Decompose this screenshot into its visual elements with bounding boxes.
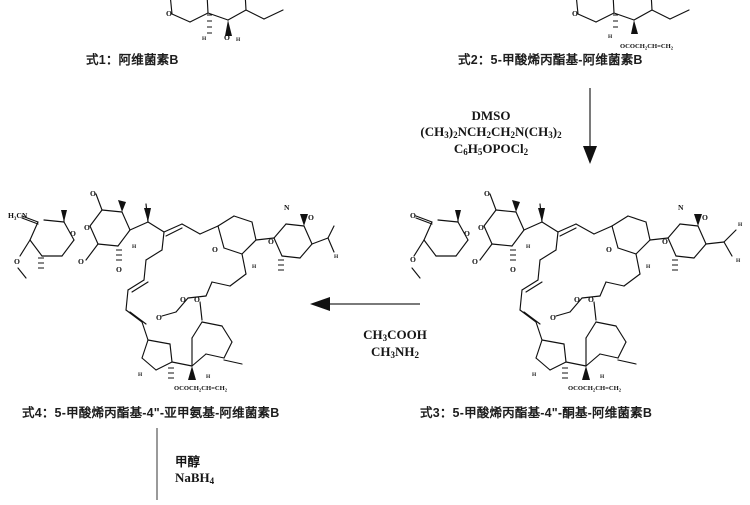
atom-H: H <box>532 372 537 378</box>
atom-H: H <box>334 254 339 260</box>
atom-H: H <box>608 34 613 40</box>
reagent-acetic-acid: CH3COOH <box>363 327 427 343</box>
arrow-reduction-down <box>152 428 162 505</box>
atom-O: O <box>70 229 76 238</box>
formula3-spiroketal <box>611 215 737 259</box>
atom-O-lactone: O <box>180 295 186 304</box>
atom-H: H <box>236 37 241 43</box>
allyl-ester-group: OCOCH2CH=CH2 <box>174 385 228 393</box>
formula2-stereo <box>613 14 638 34</box>
formula3-sugar-A <box>413 211 469 257</box>
atom-H: H <box>736 258 741 264</box>
atom-O: O <box>90 189 96 198</box>
atom-O: O <box>588 295 594 304</box>
formula4-sugar-B <box>85 193 131 261</box>
reagent-sodium-borohydride: NaBH4 <box>175 470 215 487</box>
atom-O: O <box>464 229 470 238</box>
formula2-skeleton <box>576 0 690 23</box>
arrow-oxidation-down <box>582 88 598 171</box>
formula1-skeleton <box>170 0 284 23</box>
allyl-ester-group: OCOCH2CH=CH2 <box>568 385 622 393</box>
atom-O: O <box>572 9 578 18</box>
atom-O-lactone: O <box>574 295 580 304</box>
caption-formula3: 式3：5-甲酸烯丙酯基-4"-酮基-阿维菌素B <box>420 406 653 420</box>
formula4-sugar-A <box>19 211 75 257</box>
atom-O: O <box>212 245 218 254</box>
atom-O: O <box>484 189 490 198</box>
structure-formula2: O H OCOCH2CH=CH2 <box>556 0 726 51</box>
atom-O: O <box>410 255 416 264</box>
atom-H: H <box>138 372 143 378</box>
atom-N: N <box>284 203 290 212</box>
formula3-lactone <box>535 253 641 371</box>
atom-O: O <box>510 265 516 274</box>
structure-formula4: H3CN O O O O O O H <box>8 186 339 398</box>
atom-H: H <box>132 244 137 250</box>
reagent-methanol: 甲醇 <box>175 455 201 469</box>
reagents-oxidation: DMSO (CH3)2NCH2CH2N(CH3)2 C6H5OPOCl2 <box>386 108 596 158</box>
formula1-stereo <box>207 14 232 36</box>
reagent-tmeda: (CH3)2NCH2CH2N(CH3)2 <box>420 123 562 140</box>
atom-N: N <box>678 203 684 212</box>
reagent-methylamine: CH3NH2 <box>371 343 419 360</box>
atom-O-glycosidic: O <box>78 257 84 266</box>
imino-group-label: H3CN <box>8 211 28 222</box>
formula3-chain <box>519 203 613 325</box>
atom-O: O <box>194 295 200 304</box>
caption-formula2: 式2：5-甲酸烯丙酯基-阿维菌素B <box>458 53 643 67</box>
methyl-wedge <box>455 210 461 222</box>
atom-O: O <box>166 9 172 18</box>
structure-formula1: O O H H <box>150 0 310 43</box>
atom-O: O <box>156 313 162 322</box>
atom-H: H <box>646 264 651 270</box>
formula4-lactone <box>141 253 247 371</box>
atom-O: O <box>14 257 20 266</box>
reagent-phenyl-dichlorophosphate: C6H5OPOCl2 <box>453 140 529 157</box>
reagents-reduction: 甲醇 NaBH4 <box>175 455 265 487</box>
atom-H: H <box>206 374 211 380</box>
formula3-sugar-B <box>479 193 525 261</box>
atom-H: H <box>252 264 257 270</box>
atom-O: O <box>308 213 314 222</box>
atom-O: O <box>606 245 612 254</box>
arrow-amination-left <box>308 296 420 317</box>
atom-H: H <box>526 244 531 250</box>
atom-H: H <box>600 374 605 380</box>
methyl-wedge <box>61 210 67 222</box>
formula4-chain <box>125 203 219 325</box>
atom-O-spiro: O <box>268 237 274 246</box>
atom-O: O <box>116 265 122 274</box>
reagents-amination: CH3COOH CH3NH2 <box>330 327 460 361</box>
atom-O: O <box>224 33 230 42</box>
atom-H: H <box>738 222 743 228</box>
structure-formula3: O O O O O O O H <box>410 186 748 398</box>
atom-O: O <box>702 213 708 222</box>
formula4-spiroketal <box>217 215 335 259</box>
reagent-dmso: DMSO <box>471 108 511 123</box>
atom-O: O <box>550 313 556 322</box>
allyl-ester-group: OCOCH2CH=CH2 <box>620 43 674 51</box>
atom-O-ketone: O <box>410 211 416 220</box>
atom-O-glycosidic: O <box>472 257 478 266</box>
atom-O-spiro: O <box>662 237 668 246</box>
atom-H: H <box>202 36 207 42</box>
caption-formula4: 式4：5-甲酸烯丙酯基-4"-亚甲氨基-阿维菌素B <box>22 406 280 420</box>
caption-formula1: 式1：阿维菌素B <box>86 53 179 67</box>
atom-O: O <box>84 223 90 232</box>
atom-O: O <box>478 223 484 232</box>
